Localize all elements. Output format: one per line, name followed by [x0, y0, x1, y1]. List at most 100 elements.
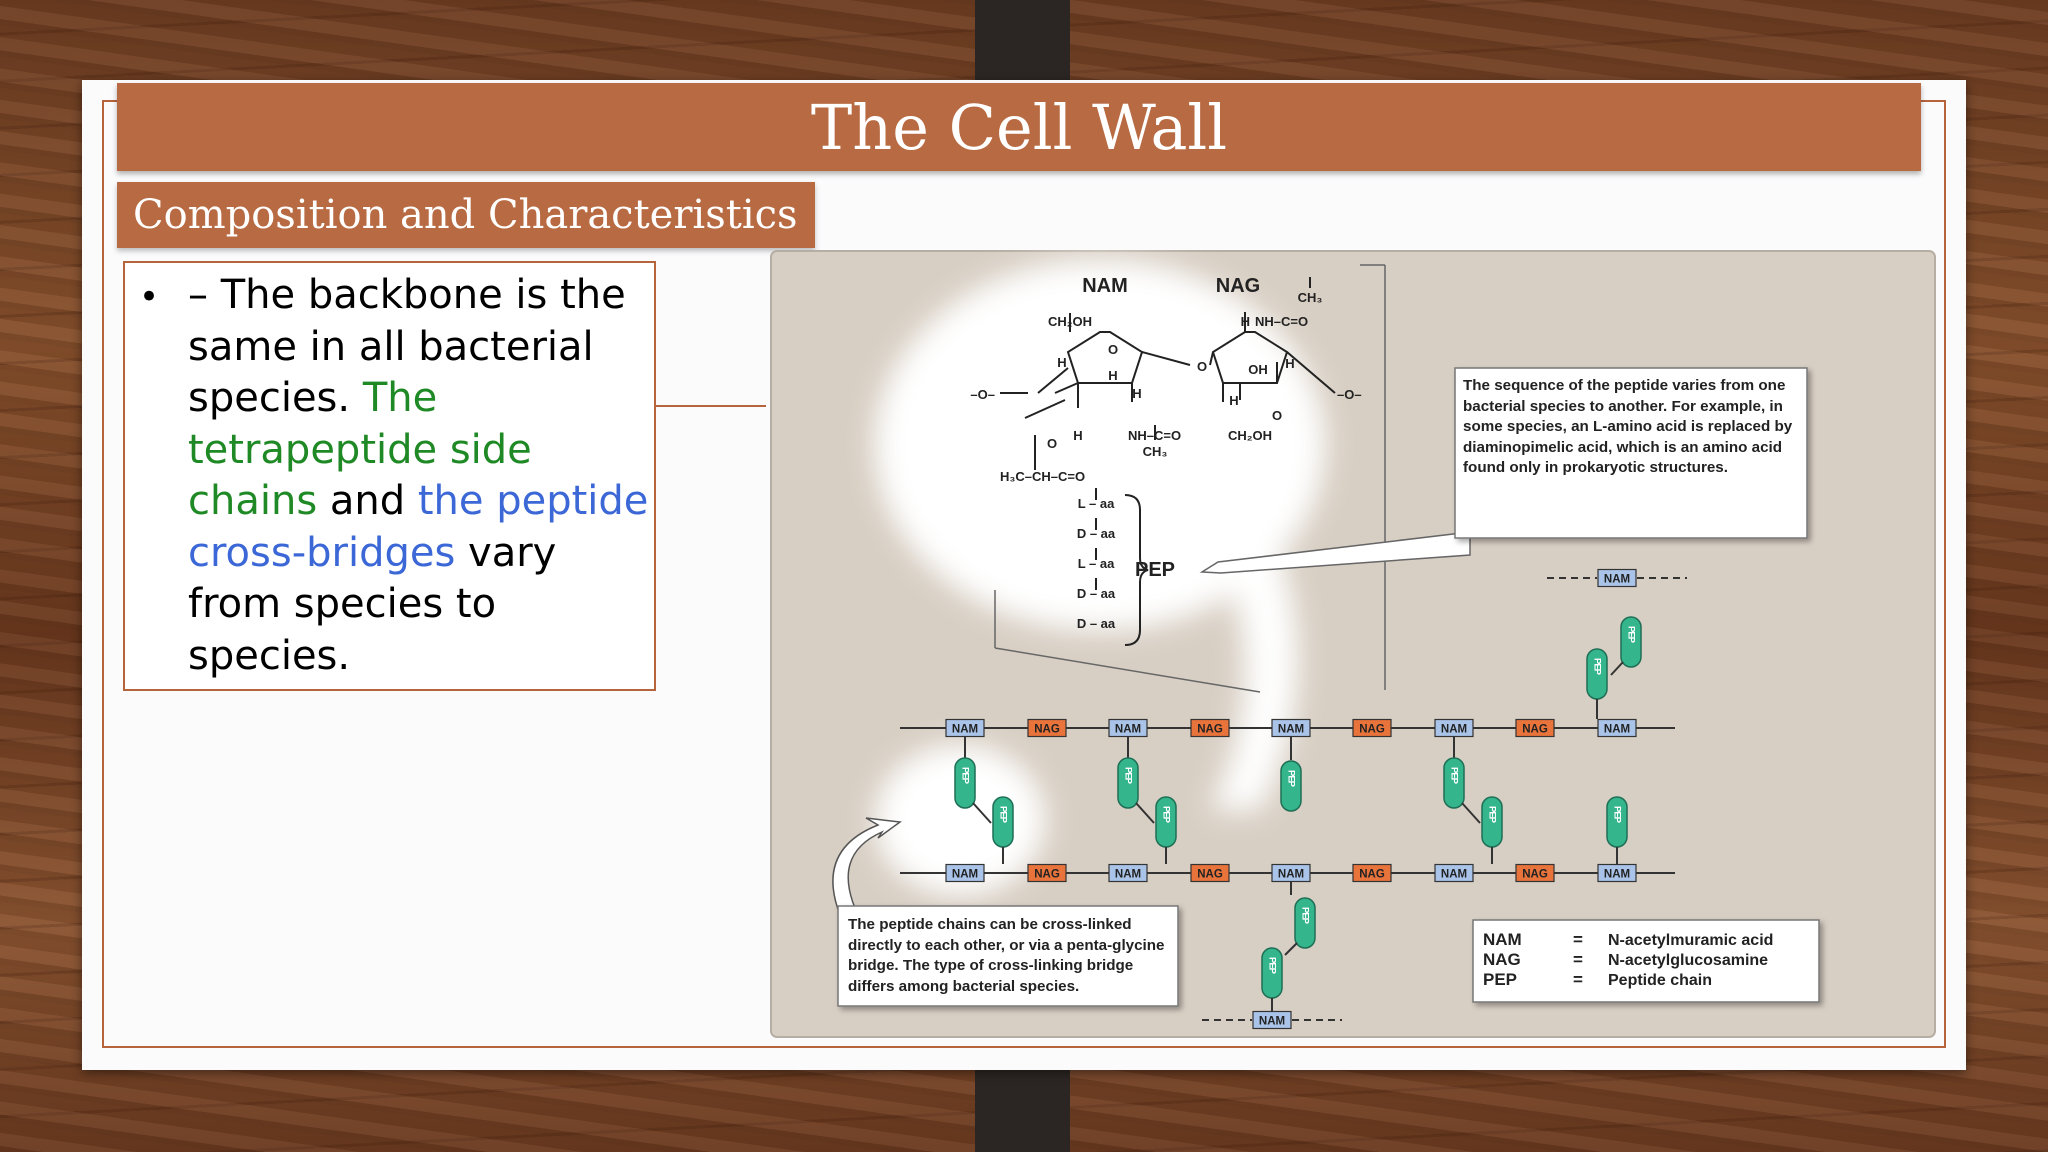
top-nag-2-label: NAG	[1034, 724, 1060, 736]
lactyl-label: H₃C–CH–C=O	[1000, 469, 1085, 484]
connector-line	[656, 405, 766, 407]
bottom-nam-5-box	[1271, 863, 1311, 883]
legend-meaning-nag: N-acetylglucosamine	[1608, 952, 1768, 969]
nam-ring-o-label: O	[1108, 342, 1118, 357]
h-label-5: H	[1229, 393, 1238, 408]
h-label-1: H	[1057, 355, 1066, 370]
bottom-nag-2-label: NAG	[1034, 869, 1060, 881]
slide-title: The Cell Wall	[810, 91, 1228, 164]
upper-pep-bond	[1610, 661, 1624, 676]
legend-eq-nag: =	[1573, 950, 1583, 969]
top-nam-9-label: NAM	[1604, 724, 1630, 736]
nam-heading: NAM	[1082, 275, 1128, 297]
upper-pep-a	[1620, 616, 1642, 668]
lactyl-o-label: O	[1047, 436, 1057, 451]
top-nam-1-box	[945, 718, 985, 738]
ch3-top-label: CH₃	[1298, 290, 1323, 305]
nag-nh-co-label: NH–C=O	[1255, 314, 1308, 329]
crosslink-3-pep-b-text: PEP	[1487, 806, 1498, 824]
bottom-nam-7-box	[1434, 863, 1474, 883]
bottom-nam-1-box	[945, 863, 985, 883]
bottom-nag-4-box	[1190, 863, 1230, 883]
sugar-rings	[1000, 277, 1336, 590]
bottom-nag-4-label: NAG	[1197, 869, 1223, 881]
top-nam-5-label: NAM	[1278, 724, 1304, 736]
top-nam-7-box	[1434, 718, 1474, 738]
top-nam-5-box	[1271, 718, 1311, 738]
legend-meaning-nam: N-acetylmuramic acid	[1608, 932, 1773, 949]
callout-top-box	[1454, 367, 1808, 539]
nag-right-o-label: –O–	[1337, 387, 1362, 402]
peptidoglycan-figure: NAM NAG CH₃ CH₂OH NH–C=O H O O OH O –O– …	[770, 250, 1936, 1038]
legend-box	[1472, 919, 1820, 1003]
bottom-nag-8-box	[1515, 863, 1555, 883]
bullet-tetrapeptide-text: The tetrapeptide side chains	[188, 375, 532, 524]
crosslink-2-pep-a	[1117, 757, 1139, 809]
upper-pep-b-text: PEP	[1592, 658, 1603, 676]
top-nag-4-label: NAG	[1197, 724, 1223, 736]
bullet-paragraph: – The backbone is the same in all bacter…	[188, 270, 650, 682]
binder-strap-top	[975, 0, 1070, 82]
upper-nam-box	[1597, 568, 1637, 588]
bottom-nag-6-box	[1352, 863, 1392, 883]
top-nam-1-label: NAM	[952, 724, 978, 736]
top-nam-3-label: NAM	[1115, 724, 1141, 736]
callout-bottom-text: The peptide chains can be cross-linked d…	[848, 916, 1165, 995]
bullet-crossbridge-text: the peptide cross-bridges	[188, 478, 649, 576]
lower-pep-b-text: PEP	[1267, 957, 1278, 975]
callout-bottom-box	[837, 905, 1179, 1007]
top-nag-4-box	[1190, 718, 1230, 738]
h-label-3: H	[1132, 386, 1141, 401]
pep-brace	[1124, 494, 1149, 646]
pep-bracket-label: PEP	[1135, 559, 1175, 581]
bullet-backbone-text: – The backbone is the same in all bacter…	[188, 272, 626, 421]
nag-h-label: H	[1241, 314, 1250, 329]
bottom-nag-2-box	[1027, 863, 1067, 883]
bottom-nam-1-label: NAM	[952, 869, 978, 881]
chemical-labels: NAM NAG CH₃ CH₂OH NH–C=O H O O OH O –O– …	[970, 275, 1361, 631]
nam-nh-co-label: NH–C=O	[1128, 428, 1181, 443]
lower-pep-a-text: PEP	[1300, 907, 1311, 925]
callout-top-pointer	[1199, 531, 1471, 574]
ch3-nam-label: CH₃	[1143, 444, 1168, 459]
legend-abbr-pep: PEP	[1483, 970, 1517, 989]
bottom-nag-8-label: NAG	[1522, 869, 1548, 881]
crosslink-2-pep-a-text: PEP	[1123, 767, 1134, 785]
aa-label-3: L – aa	[1078, 556, 1115, 571]
lower-pep-a	[1294, 897, 1316, 949]
upper-pep-a-text: PEP	[1626, 626, 1637, 644]
nam-left-o-label: –O–	[970, 387, 995, 402]
crosslink-3-mid-bond	[1461, 802, 1481, 824]
bottom-nag-6-label: NAG	[1359, 869, 1385, 881]
top-nam-9-box	[1597, 718, 1637, 738]
callout-bottom: The peptide chains can be cross-linked d…	[832, 817, 1179, 1007]
glycosidic-o-label: O	[1197, 359, 1207, 374]
single-pep-top	[1280, 760, 1302, 812]
legend-eq-nam: =	[1573, 930, 1583, 949]
legend-eq-pep: =	[1573, 970, 1583, 989]
callout-top: The sequence of the peptide varies from …	[1199, 367, 1808, 574]
single-pep-top-text: PEP	[1286, 770, 1297, 788]
top-nam-3-box	[1108, 718, 1148, 738]
callout-bottom-arrow	[832, 817, 902, 916]
legend-abbr-nag: NAG	[1483, 950, 1521, 969]
subtitle-bar: Composition and Characteristics	[117, 182, 815, 248]
bullet-dot-icon: •	[139, 277, 160, 317]
crosslink-2-mid-bond	[1135, 802, 1155, 824]
lower-pep-bond	[1284, 942, 1298, 956]
title-bar: The Cell Wall	[117, 83, 1921, 171]
h-label-4: H	[1073, 428, 1082, 443]
bullet-text-box: • – The backbone is the same in all bact…	[123, 261, 656, 691]
aa-label-1: L – aa	[1078, 496, 1115, 511]
legend-abbr-nam: NAM	[1483, 930, 1522, 949]
top-nag-6-label: NAG	[1359, 724, 1385, 736]
lower-nam-box	[1252, 1010, 1292, 1030]
bottom-nam-9-label: NAM	[1604, 869, 1630, 881]
callout-top-text: The sequence of the peptide varies from …	[1463, 377, 1793, 476]
legend: NAM = N-acetylmuramic acid NAG = N-acety…	[1472, 919, 1820, 1003]
structure-frame	[994, 264, 1386, 693]
crosslink-1-mid-bond	[972, 802, 992, 824]
crosslink-3-pep-a	[1443, 757, 1465, 809]
single-pep-right-text: PEP	[1612, 806, 1623, 824]
top-nag-8-label: NAG	[1522, 724, 1548, 736]
